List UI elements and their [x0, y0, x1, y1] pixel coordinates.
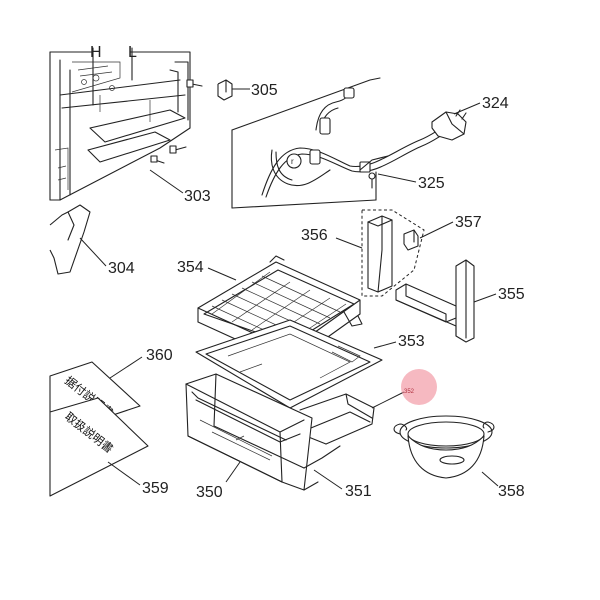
- power-cord: r: [261, 87, 445, 198]
- callout-360: 360: [146, 347, 173, 364]
- part-305-bracket: [217, 79, 233, 101]
- callout-350: 350: [196, 484, 223, 501]
- callout-354: 354: [177, 259, 204, 276]
- callout-359: 359: [142, 480, 169, 497]
- part-351-drawer-side: [303, 445, 341, 491]
- callout-303: 303: [184, 188, 211, 205]
- highlight-marker-352[interactable]: 352: [401, 369, 437, 405]
- cord-panel: [231, 77, 381, 209]
- callout-358: 358: [498, 483, 525, 500]
- part-357-clip: [403, 229, 419, 251]
- callout-324: 324: [482, 95, 509, 112]
- callout-325: 325: [418, 175, 445, 192]
- part-353-tray: [195, 319, 383, 409]
- manual-359: 取扱説明書: [49, 397, 149, 497]
- part-352-grill: [299, 393, 375, 445]
- part-356-insulation: [361, 209, 425, 297]
- callout-355: 355: [498, 286, 525, 303]
- callout-305: 305: [251, 82, 278, 99]
- part-355-frame: [395, 259, 475, 343]
- cabinet-letter-l: L: [128, 44, 137, 61]
- cabinet-letter-h: H: [90, 44, 102, 61]
- screw-group-303: [150, 79, 203, 164]
- highlight-circle[interactable]: [401, 369, 437, 405]
- svg-text:r: r: [291, 157, 294, 166]
- leader-lines: [79, 88, 499, 490]
- part-350-drawer-front: [185, 373, 313, 491]
- callout-357: 357: [455, 214, 482, 231]
- callout-356: 356: [301, 227, 328, 244]
- screw-325: [368, 172, 376, 189]
- plug-324: [431, 109, 467, 141]
- callout-353: 353: [398, 333, 425, 350]
- callout-352[interactable]: 352: [404, 389, 415, 395]
- part-358-bowl: [393, 415, 495, 479]
- cabinet-body: H L: [49, 44, 191, 201]
- callout-351: 351: [345, 483, 372, 500]
- part-304-flap: [49, 204, 91, 275]
- callout-304: 304: [108, 260, 135, 277]
